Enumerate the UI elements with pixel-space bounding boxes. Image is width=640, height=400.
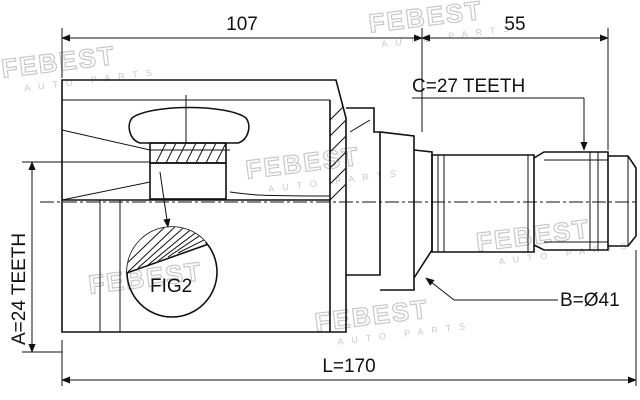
fig2-label: FIG2 xyxy=(150,276,192,297)
watermark: FEBEST FEBEST FEBEST FEBEST FEBEST FEBES… xyxy=(0,0,635,347)
stub-shaft xyxy=(413,149,637,279)
ball xyxy=(128,106,250,144)
dimension-107: 107 xyxy=(226,14,258,35)
dimension-labels: 107 55 L=170 B=Ø41 C=27 TEETH A=24 TEETH xyxy=(9,14,620,377)
dimension-c-teeth: C=27 TEETH xyxy=(412,76,525,97)
housing xyxy=(61,79,415,333)
dimension-55: 55 xyxy=(504,14,525,35)
dimension-a-teeth: A=24 TEETH xyxy=(9,233,30,345)
fig2-detail: FIG2 xyxy=(126,171,218,318)
dimension-b-diameter: B=Ø41 xyxy=(560,290,620,311)
leader-b-arrow xyxy=(425,277,455,301)
dimension-l-170: L=170 xyxy=(322,356,375,377)
dimension-lines xyxy=(28,34,637,384)
